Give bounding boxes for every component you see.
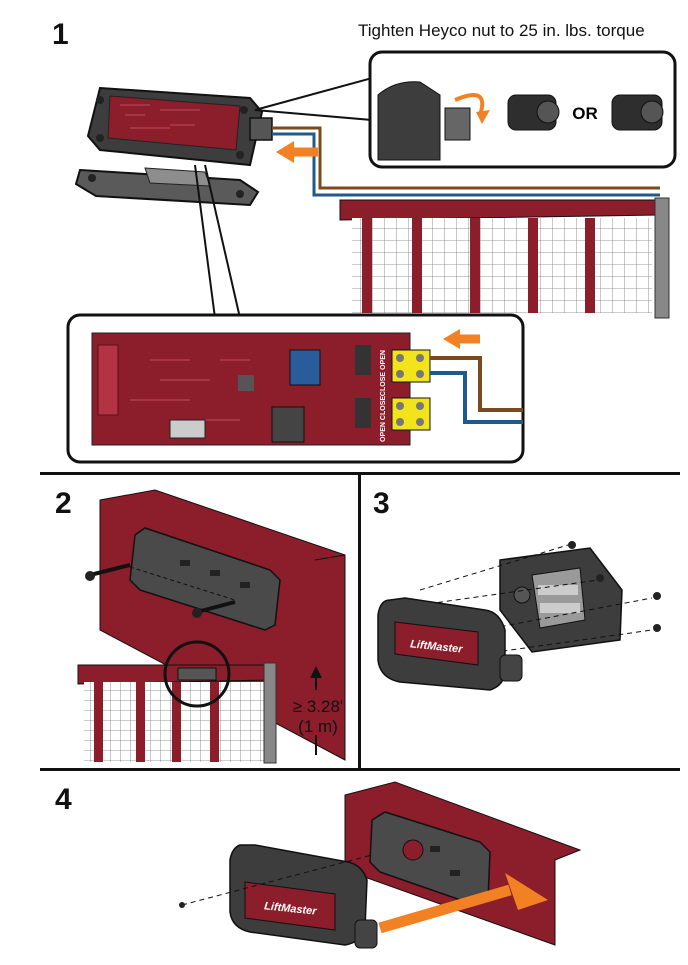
slide-on-arrow-icon	[505, 873, 548, 910]
wire-insert-arrow-icon	[443, 329, 460, 349]
mounting-height-metric: (1 m)	[298, 717, 338, 736]
mounting-height-min: ≥ 3.28'	[292, 697, 344, 716]
step-4-install-illustration: LiftMaster	[179, 781, 582, 949]
brand-label-step-3: LiftMaster	[410, 638, 464, 656]
step-1-instruction: Tighten Heyco nut to 25 in. lbs. torque	[358, 21, 645, 40]
fitting-or-label: OR	[572, 104, 598, 123]
step-1-number: 1	[52, 18, 69, 51]
label-open-bottom: OPEN	[380, 422, 387, 442]
gate-illustration	[339, 197, 670, 319]
step-2-gate-height-illustration	[77, 640, 322, 764]
step-3-assembly-illustration: LiftMaster	[377, 541, 661, 691]
open-housing-top	[86, 86, 273, 167]
step-4-number: 4	[55, 783, 72, 816]
heyco-fitting-b-icon	[611, 94, 664, 131]
divider-horizontal-top	[40, 472, 680, 475]
housing-lid	[74, 167, 260, 207]
step-2-mount-illustration	[85, 489, 346, 761]
brand-label-step-4: LiftMaster	[264, 900, 318, 918]
label-open-top: OPEN	[380, 350, 387, 370]
heyco-fitting-a-icon	[507, 94, 560, 131]
step-2-number: 2	[55, 487, 72, 520]
mounting-height-label: ≥ 3.28' (1 m)	[288, 697, 348, 737]
label-close-top: CLOSE	[380, 372, 387, 396]
label-close-bottom: CLOSE	[380, 396, 387, 420]
divider-vertical	[358, 474, 361, 770]
step-3-number: 3	[373, 487, 390, 520]
divider-horizontal-bottom	[40, 768, 680, 771]
insert-arrow-icon	[276, 141, 294, 163]
